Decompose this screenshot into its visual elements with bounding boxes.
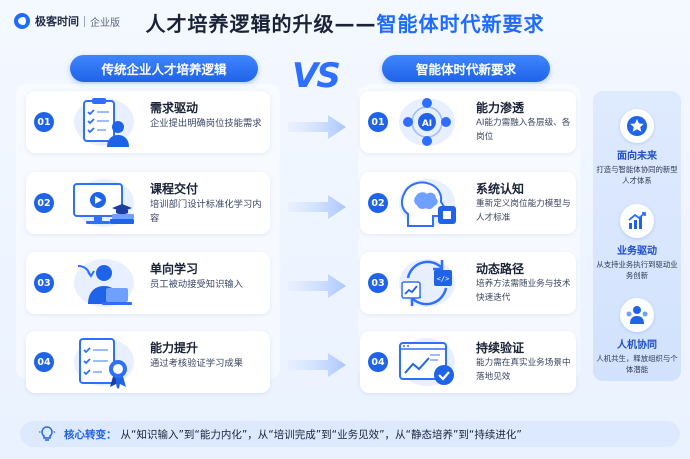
side-item-collab-title: 人机协同 (617, 340, 657, 351)
right-card-3-num: 03 (368, 273, 388, 293)
left-card-4-desc: 通过考核验证学习成果 (150, 358, 243, 369)
left-card-2: 02 课程交付 培训部门设计标准化学习内容 (26, 172, 270, 234)
arrow-right-icon (288, 195, 346, 219)
side-panel: 面向未来 打造与智能体协同的新型人才体系 业务驱动 从支持业务执行到驱动业务创新… (593, 91, 681, 381)
logo-sub: 企业版 (90, 17, 120, 29)
side-item-future-desc: 打造与智能体协同的新型人才体系 (596, 165, 678, 185)
clipboard-person-icon (74, 98, 134, 147)
people-icon (626, 306, 648, 324)
arrow-right-icon (288, 353, 346, 377)
svg-text:AI: AI (422, 119, 432, 129)
left-card-1-title: 需求驱动 (150, 101, 199, 115)
page-title-part2: 智能体时代新要求 (376, 12, 545, 36)
dashboard-check-icon (399, 338, 455, 386)
right-card-3: 03 </> 动态路径 培养方法需随业务与技术快速迭代 (360, 252, 576, 314)
page-title: 人才培养逻辑的升级——智能体时代新要求 (0, 8, 690, 37)
right-card-2-title: 系统认知 (476, 182, 525, 196)
growth-chart-icon (628, 212, 646, 229)
logo-mark-icon (14, 13, 30, 29)
right-card-2: 02 系统认知 重新定义岗位能力模型与人才标准 (360, 172, 576, 234)
side-item-collab-desc: 人机共生，释放组织与个体潜能 (596, 354, 678, 374)
left-card-4-title: 能力提升 (150, 341, 199, 355)
left-card-2-num: 02 (34, 193, 54, 213)
left-card-3-desc: 员工被动接受知识输入 (150, 279, 243, 290)
vs-label: VS (292, 56, 341, 96)
lightbulb-icon (39, 426, 55, 441)
side-item-business-title: 业务驱动 (617, 246, 657, 257)
right-card-1-desc: AI能力需融入各层级、各岗位 (476, 118, 571, 142)
right-card-1-num: 01 (368, 112, 388, 132)
side-item-future-title: 面向未来 (617, 151, 657, 162)
left-header: 传统企业人才培养逻辑 (70, 55, 258, 82)
brain-head-icon (399, 179, 456, 227)
right-card-3-title: 动态路径 (476, 262, 525, 276)
left-card-3: 03 单向学习 员工被动接受知识输入 (26, 252, 270, 314)
left-card-2-desc: 培训部门设计标准化学习内容 (150, 199, 262, 224)
left-card-2-title: 课程交付 (150, 182, 199, 196)
ai-network-icon: AI (399, 98, 455, 146)
arrow-right-icon (288, 274, 346, 298)
left-card-3-title: 单向学习 (150, 262, 199, 276)
logo: 极客时间 企业版 (14, 11, 120, 31)
left-card-3-num: 03 (34, 273, 54, 293)
core-shift-text: 从“知识输入”到“能力内化”，从“培训完成”到“业务见效”，从“静态培养”到“持… (120, 428, 522, 441)
right-card-3-desc: 培养方法需随业务与技术快速迭代 (476, 279, 571, 303)
side-item-business: 业务驱动 从支持业务执行到驱动业务创新 (593, 204, 681, 281)
left-card-1: 01 需求驱动 企业提出明确岗位技能需求 (26, 91, 270, 153)
side-item-collab: 人机协同 人机共生，释放组织与个体潜能 (593, 298, 681, 375)
side-item-future: 面向未来 打造与智能体协同的新型人才体系 (593, 109, 681, 186)
svg-text:</>: </> (437, 275, 450, 283)
right-card-4: 04 持续验证 能力需在真实业务场景中落地见效 (360, 331, 576, 393)
left-card-4-num: 04 (34, 352, 54, 372)
left-card-1-desc: 企业提出明确岗位技能需求 (150, 118, 262, 129)
star-icon (627, 116, 647, 136)
right-header: 智能体时代新要求 (382, 55, 550, 82)
right-card-2-desc: 重新定义岗位能力模型与人才标准 (476, 199, 571, 223)
video-course-icon (73, 179, 134, 227)
certificate-icon (74, 338, 134, 389)
core-shift-bar: 核心转变： 从“知识输入”到“能力内化”，从“培训完成”到“业务见效”，从“静态… (20, 421, 680, 447)
side-item-business-desc: 从支持业务执行到驱动业务创新 (596, 260, 678, 280)
left-card-4: 04 能力提升 通过考核验证学习成果 (26, 331, 270, 393)
logo-divider (84, 15, 85, 27)
cycle-chart-icon: </> (399, 259, 455, 307)
page-title-part1: 人才培养逻辑的升级—— (145, 12, 377, 36)
right-card-4-title: 持续验证 (476, 341, 525, 355)
right-card-1-title: 能力渗透 (476, 101, 525, 115)
core-shift-label: 核心转变： (64, 428, 117, 441)
left-card-1-num: 01 (34, 112, 54, 132)
arrow-right-icon (288, 115, 346, 139)
person-laptop-icon (74, 259, 134, 307)
logo-name: 极客时间 (35, 15, 79, 28)
right-card-4-num: 04 (368, 352, 388, 372)
right-card-2-num: 02 (368, 193, 388, 213)
right-card-1: 01 AI 能力渗透 AI能力需融入各层级、各岗位 (360, 91, 576, 153)
right-card-4-desc: 能力需在真实业务场景中落地见效 (476, 358, 571, 382)
